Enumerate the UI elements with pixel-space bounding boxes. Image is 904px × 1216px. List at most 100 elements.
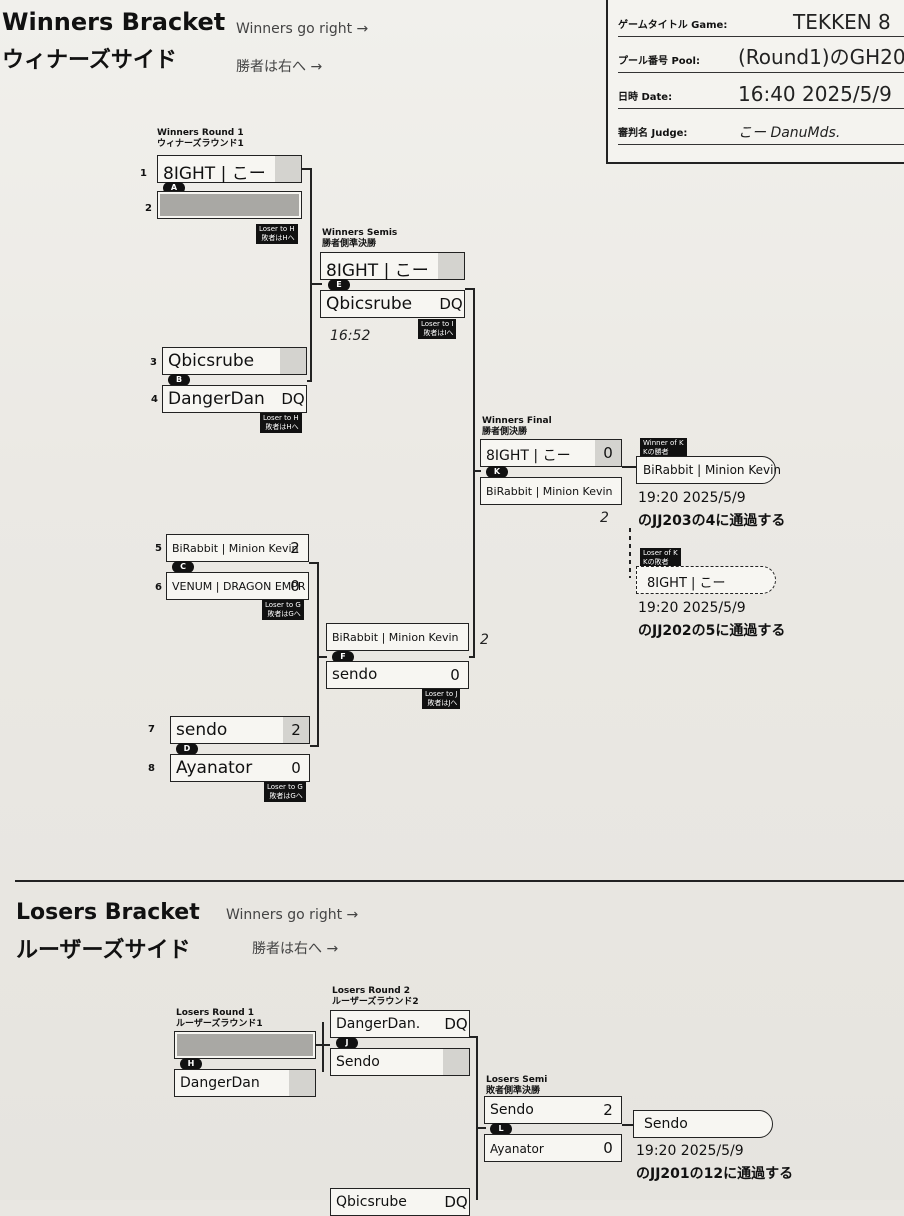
tag-jp: 敗者はHへ [261,234,295,242]
date-value: 16:40 2025/5/9 [738,82,892,106]
match-a-player2[interactable] [157,191,302,219]
match-k-player1[interactable]: 8IGHT | こー 0 [480,439,622,467]
tag-en: Loser to G [267,783,303,791]
winner-l-slot[interactable]: Sendo [633,1110,773,1138]
judge-label: 審判名 Judge: [618,128,688,139]
loser-k-slot[interactable]: 8IGHT | こー [636,566,776,594]
player-score: 0 [291,759,301,777]
tag-jp: 敗者はGへ [267,610,301,618]
player-name: Sendo [336,1054,380,1070]
losers-hint-jp: 勝者は右へ → [252,941,339,957]
winners-semis-label: Winners Semis 勝者側準決勝 [322,228,397,250]
match-k-player2[interactable]: BiRabbit | Minion Kevin [480,477,622,505]
connector [470,1036,478,1038]
connector [310,745,319,747]
match-e-player2[interactable]: Qbicsrube DQ [320,290,465,318]
match-f-player2[interactable]: sendo 0 [326,661,469,689]
tag-en: Winner of K [643,439,684,447]
winner-k-time: 19:20 2025/5/9 [638,490,746,506]
match-e-player1[interactable]: 8IGHT | こー [320,252,465,281]
match-d-player1[interactable]: sendo 2 [170,716,310,744]
winner-k-tag: Winner of K Kの勝者 [640,438,687,458]
match-f-player1[interactable]: BiRabbit | Minion Kevin [326,623,469,651]
partial-slot[interactable]: Qbicsrube DQ [330,1188,470,1216]
player-score: 0 [595,440,621,466]
info-box: ゲームタイトル Game: TEKKEN 8 プール番号 Pool: (Roun… [606,0,904,164]
losers-title-jp: ルーザーズサイド [16,938,191,963]
winner-l-advance: のJJ201の12に通過する [636,1166,794,1182]
judge-value: こー DanuMds. [738,125,841,141]
connector [317,656,327,658]
winner-k-advance: のJJ203の4に通過する [638,513,786,529]
match-f-badge: F [332,651,354,663]
match-c-player2[interactable]: VENUM | DRAGON EMPR 0 [166,572,309,600]
match-b-player1[interactable]: Qbicsrube [162,347,307,375]
match-b-badge: B [168,374,190,386]
player-score: 2 [603,1101,613,1119]
connector [465,288,475,290]
match-h-player1[interactable] [174,1031,316,1059]
losers-round1-label: Losers Round 1 ルーザーズラウンド1 [176,1008,263,1030]
winners-title-jp: ウィナーズサイド [2,48,177,73]
match-h-player2[interactable]: DangerDan [174,1069,316,1097]
player-score [275,156,301,182]
player-name: BiRabbit | Minion Kevin [486,485,613,498]
tag-jp: Kの敗者 [643,558,669,566]
label-jp: ウィナーズラウンド1 [157,139,244,149]
match-b-player2[interactable]: DangerDan DQ [162,385,307,413]
player-name: Sendo [490,1102,534,1118]
player-name: Ayanator [490,1142,544,1156]
player-score [280,348,306,374]
match-k-badge: K [486,466,508,478]
match-j-player2[interactable]: Sendo [330,1048,470,1076]
label-en: Winners Round 1 [157,128,244,138]
match-f-score1: 2 [480,632,489,648]
connector [310,283,322,285]
player-score [289,1070,315,1096]
player-name: DangerDan. [336,1016,421,1032]
match-d-player2[interactable]: Ayanator 0 [170,754,310,782]
player-score: 2 [290,539,300,557]
date-label: 日時 Date: [618,92,673,103]
player-name: 8IGHT | こー [647,576,726,591]
connector [476,1036,478,1200]
player-score: 2 [283,717,309,743]
match-l-player2[interactable]: Ayanator 0 [484,1134,622,1162]
match-h-badge: H [180,1058,202,1070]
match-e-loser-tag: Loser to I 敗者はIへ [418,319,457,339]
connector [317,562,319,747]
player-score: DQ [444,1193,468,1211]
date-row: 日時 Date: 16:40 2025/5/9 [618,72,904,109]
connector [622,466,636,468]
player-score [438,253,464,279]
winners-round1-label: Winners Round 1 ウィナーズラウンド1 [157,128,244,150]
match-c-player1[interactable]: BiRabbit | Minion Kevin 2 [166,534,309,562]
match-f-loser-tag: Loser to J 敗者はJへ [422,689,461,709]
loser-k-advance: のJJ202の5に通過する [638,623,786,639]
winners-final-label: Winners Final 勝者側決勝 [482,416,552,438]
empty-slot [177,1034,313,1056]
player-name: BiRabbit | Minion Kevin [643,463,782,477]
match-j-badge: J [336,1037,358,1049]
game-label: ゲームタイトル Game: [618,20,728,31]
label-jp: ルーザーズラウンド2 [332,997,419,1007]
player-name: Qbicsrube [326,294,413,314]
label-jp: 勝者側決勝 [482,427,528,437]
connector [473,288,475,658]
seed-1: 1 [140,168,147,179]
match-a-player1[interactable]: 8IGHT | こー [157,155,302,184]
match-j-player1[interactable]: DangerDan. DQ [330,1010,470,1038]
player-score: 0 [450,666,460,684]
losers-hint: Winners go right → [226,907,359,923]
label-jp: 勝者側準決勝 [322,239,377,249]
seed-8: 8 [148,763,155,774]
match-l-player1[interactable]: Sendo 2 [484,1096,622,1124]
losers-title: Losers Bracket [16,900,200,925]
match-d-loser-tag: Loser to G 敗者はGへ [264,782,306,802]
player-name: Sendo [644,1116,688,1132]
tag-jp: Kの勝者 [643,448,669,456]
label-en: Losers Semi [486,1075,548,1085]
winner-k-slot[interactable]: BiRabbit | Minion Kevin [636,456,781,484]
player-name: VENUM | DRAGON EMPR [172,580,306,593]
